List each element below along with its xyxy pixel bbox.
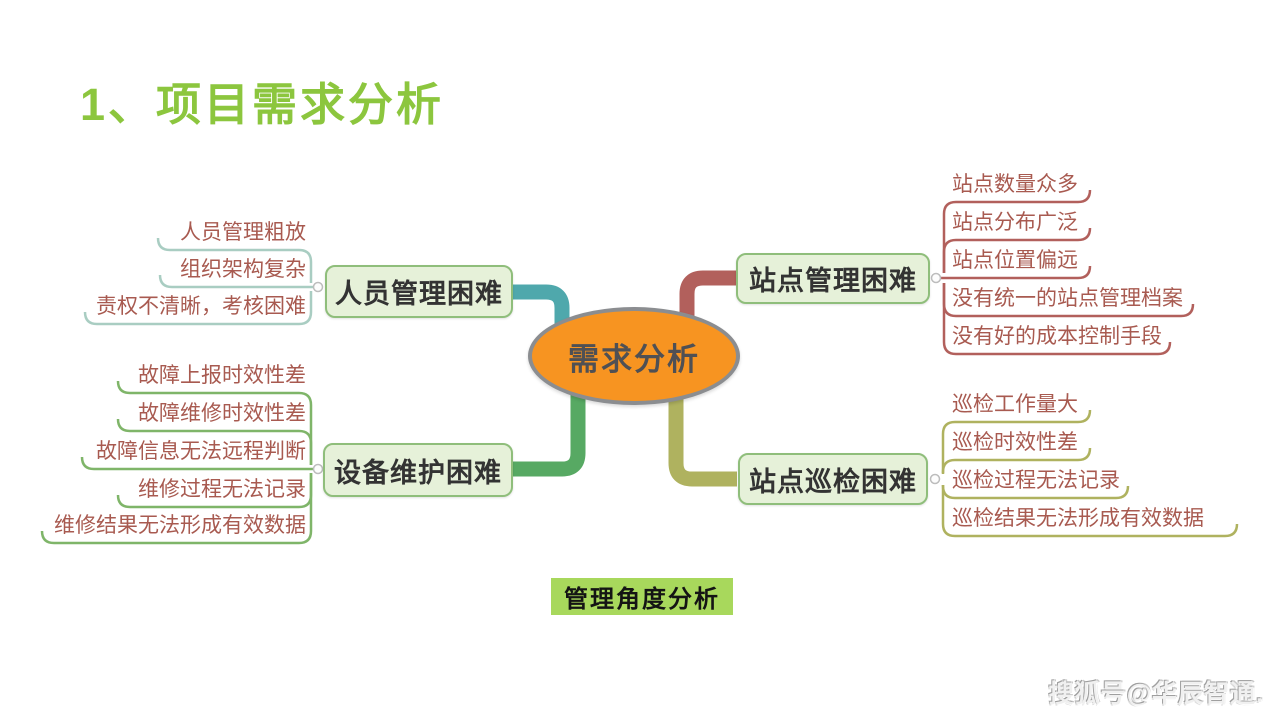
leaf-item: 没有好的成本控制手段 [952, 325, 1162, 348]
central-topic-label: 需求分析 [568, 341, 700, 377]
branch-junction-circle [929, 473, 941, 485]
branch-node-personnel: 人员管理困难 [325, 265, 513, 318]
leaf-item: 站点位置偏远 [952, 249, 1078, 272]
branch-label: 人员管理困难 [335, 279, 503, 309]
leaf-item: 故障上报时效性差 [138, 364, 306, 387]
footer-analysis-label: 管理角度分析 [551, 578, 733, 615]
leaf-item: 巡检时效性差 [952, 431, 1078, 454]
watermark-text: 搜狐号@华辰智通. [1048, 680, 1264, 708]
branch-node-site-management: 站点管理困难 [736, 253, 930, 304]
leaf-item: 巡检工作量大 [952, 393, 1078, 416]
branch-node-site-inspection: 站点巡检困难 [738, 453, 928, 505]
leaf-item: 维修过程无法记录 [138, 478, 306, 501]
branch-label: 站点巡检困难 [749, 466, 917, 497]
leaf-item: 人员管理粗放 [180, 221, 306, 244]
leaf-item: 维修结果无法形成有效数据 [54, 514, 306, 537]
branch-junction-circle [930, 272, 942, 284]
page-title: 1、项目需求分析 [80, 79, 445, 130]
central-topic: 需求分析 [528, 307, 740, 405]
leaf-item: 责权不清晰，考核困难 [96, 295, 306, 318]
branch-junction-circle [312, 281, 324, 293]
leaf-item: 站点分布广泛 [952, 211, 1078, 234]
branch-junction-circle [312, 463, 324, 475]
branch-label: 设备维护困难 [334, 457, 502, 488]
branch-label: 站点管理困难 [749, 266, 917, 296]
leaf-item: 巡检过程无法记录 [952, 469, 1120, 492]
leaf-item: 站点数量众多 [952, 173, 1078, 196]
leaf-item: 没有统一的站点管理档案 [952, 287, 1183, 310]
leaf-item: 巡检结果无法形成有效数据 [952, 507, 1204, 530]
branch-node-equipment: 设备维护困难 [323, 443, 513, 497]
leaf-item: 故障信息无法远程判断 [96, 440, 306, 463]
leaf-item: 故障维修时效性差 [138, 402, 306, 425]
leaf-item: 组织架构复杂 [180, 258, 306, 281]
